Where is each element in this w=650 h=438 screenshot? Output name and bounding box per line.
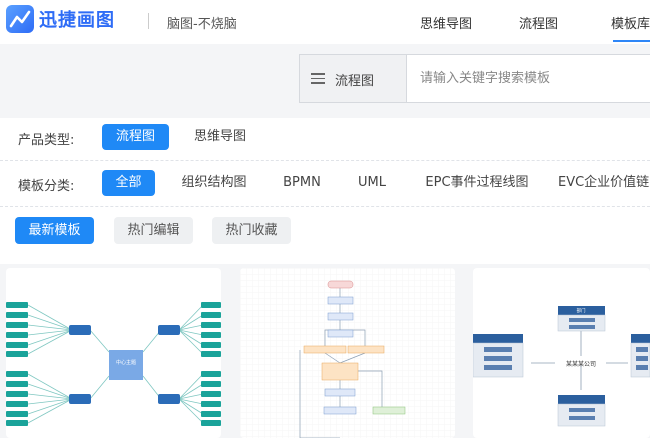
menu-icon — [311, 73, 325, 84]
orgchart-center-label: 某某某公司 — [566, 361, 596, 368]
sort-hot-edit[interactable]: 热门编辑 — [114, 217, 193, 244]
product-option-flowchart[interactable]: 流程图 — [102, 124, 169, 150]
filter-panel: 产品类型: 流程图 思维导图 模板分类: 全部 组织结构图 BPMN UML E… — [0, 118, 650, 264]
category-evc[interactable]: EVC企业价值链 — [558, 175, 650, 190]
search-type-label: 流程图 — [335, 74, 375, 89]
nav-active-indicator — [613, 40, 650, 42]
template-card-mindmap[interactable]: 中心主题 — [6, 268, 221, 438]
flowchart-thumbnail — [240, 268, 455, 438]
header-divider — [148, 13, 149, 29]
nav-mindmap[interactable]: 思维导图 — [420, 17, 473, 32]
nav-flowchart[interactable]: 流程图 — [519, 17, 559, 32]
category-uml[interactable]: UML — [358, 175, 386, 190]
category-all[interactable]: 全部 — [102, 170, 155, 196]
product-option-mindmap[interactable]: 思维导图 — [193, 129, 246, 144]
orgchart-thumbnail: 部门 某某某公司 — [473, 306, 650, 427]
category-org-chart[interactable]: 组织结构图 — [181, 175, 247, 190]
logo-icon — [6, 5, 34, 33]
mindmap-thumbnail: 中心主题 — [6, 302, 221, 426]
nav-template-library[interactable]: 模板库 — [611, 17, 650, 32]
search-input[interactable] — [420, 68, 640, 88]
category-epc[interactable]: EPC事件过程线图 — [425, 175, 529, 190]
logo[interactable]: 迅捷画图 — [6, 5, 115, 33]
product-type-label: 产品类型: — [18, 133, 75, 148]
sort-hot-favorite[interactable]: 热门收藏 — [212, 217, 291, 244]
search-type-select[interactable]: 流程图 — [300, 55, 407, 102]
sort-latest[interactable]: 最新模板 — [15, 217, 94, 244]
template-card-flowchart[interactable] — [240, 268, 455, 438]
orgchart-dept-label: 部门 — [577, 307, 586, 314]
row-divider — [0, 160, 650, 161]
search-box: 流程图 — [299, 54, 650, 103]
slogan: 脑图-不烧脑 — [167, 17, 237, 32]
template-card-orgchart[interactable]: 部门 某某某公司 — [473, 268, 650, 438]
mindmap-center-label: 中心主题 — [116, 359, 136, 366]
top-header: 迅捷画图 脑图-不烧脑 思维导图 流程图 模板库 — [0, 0, 650, 44]
category-label: 模板分类: — [18, 179, 75, 194]
logo-text: 迅捷画图 — [39, 10, 115, 31]
row-divider — [0, 206, 650, 207]
category-bpmn[interactable]: BPMN — [283, 175, 321, 190]
